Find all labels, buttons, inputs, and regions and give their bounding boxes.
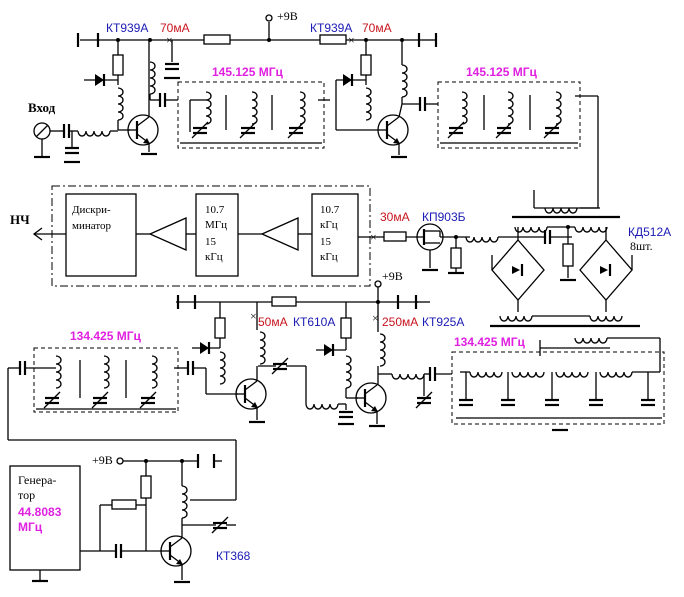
svg-text:×: × <box>370 230 377 244</box>
stage2-transistor-label: КТ939А <box>310 21 352 35</box>
lo2-transistor-label: КТ925А <box>422 315 464 329</box>
mixer: × 30мА КП903Б <box>358 190 671 372</box>
discriminator-label-1: Дискри- <box>72 204 111 216</box>
generator: Генера- тор 44.8083 МГц +9В К <box>9 453 251 584</box>
generator-block <box>9 465 81 571</box>
filter1-label: 145.125 МГц <box>212 65 284 79</box>
diodes-count-label: 8шт. <box>630 239 653 253</box>
svg-text:×: × <box>372 311 379 325</box>
stage2-current-label: 70мА <box>362 21 392 35</box>
lo1-current-label: 50мА <box>258 315 288 329</box>
supply-label-gen: +9В <box>92 453 113 467</box>
output-label: НЧ <box>10 212 30 227</box>
lo2-current-label: 250мА <box>382 315 418 329</box>
filter-145-2 <box>437 81 581 149</box>
discriminator-label-2: минатор <box>72 220 111 232</box>
filter3-label: 134.425 МГц <box>70 329 142 343</box>
supply-label-top: +9В <box>277 9 298 23</box>
generator-transistor-label: КТ368 <box>216 549 251 563</box>
diodes-type-label: КД512А <box>628 225 671 239</box>
if-filter1-block <box>195 193 239 277</box>
if-amp2-triangle <box>260 216 299 252</box>
filter-134-1 <box>33 347 179 413</box>
generator-label-2: тор <box>18 488 35 502</box>
if-filter2-label-2: кГц <box>320 219 338 231</box>
stage1-current-label: 70мА <box>160 21 190 35</box>
mixer-current-label: 30мА <box>380 210 410 224</box>
if-chain-box <box>51 185 371 287</box>
if-filter2-label-4: кГц <box>320 251 338 263</box>
lo1-transistor-label: КТ610А <box>293 315 335 329</box>
generator-label-1: Генера- <box>18 473 56 487</box>
mixer-fet-label: КП903Б <box>422 210 466 224</box>
filter-145-1 <box>177 81 325 149</box>
if-amp1-triangle <box>148 216 187 252</box>
input-label: Вход <box>28 100 56 115</box>
if-filter1-label-4: кГц <box>205 251 223 263</box>
lo-chain: +9В 134.425 МГц <box>7 269 665 460</box>
if-filter1-label-2: МГц <box>205 219 227 231</box>
svg-text:×: × <box>166 33 173 47</box>
if-filter1-label-1: 10.7 <box>205 204 225 216</box>
if-filter1-label-3: 15 <box>205 236 217 248</box>
generator-freq-2: МГц <box>18 520 43 534</box>
supply-label-mid: +9В <box>382 269 403 283</box>
if-filter2-label-1: 10.7 <box>320 204 340 216</box>
svg-text:×: × <box>250 309 257 323</box>
filter4-label: 134.425 МГц <box>454 335 526 349</box>
stage1-transistor-label: КТ939А <box>106 21 148 35</box>
rf-amp-top: × × +9В КТ939А 70мА Вход <box>28 9 599 209</box>
generator-freq-1: 44.8083 <box>18 505 62 519</box>
if-chain: Дискри- минатор 10.7 МГц 15 кГц 10.7 кГц… <box>10 185 371 287</box>
if-filter2-block <box>311 193 359 277</box>
if-filter2-label-3: 15 <box>320 236 332 248</box>
discriminator-block <box>65 193 137 277</box>
filter-134-2 <box>451 351 665 425</box>
svg-text:×: × <box>348 33 355 47</box>
filter2-label: 145.125 МГц <box>466 65 538 79</box>
